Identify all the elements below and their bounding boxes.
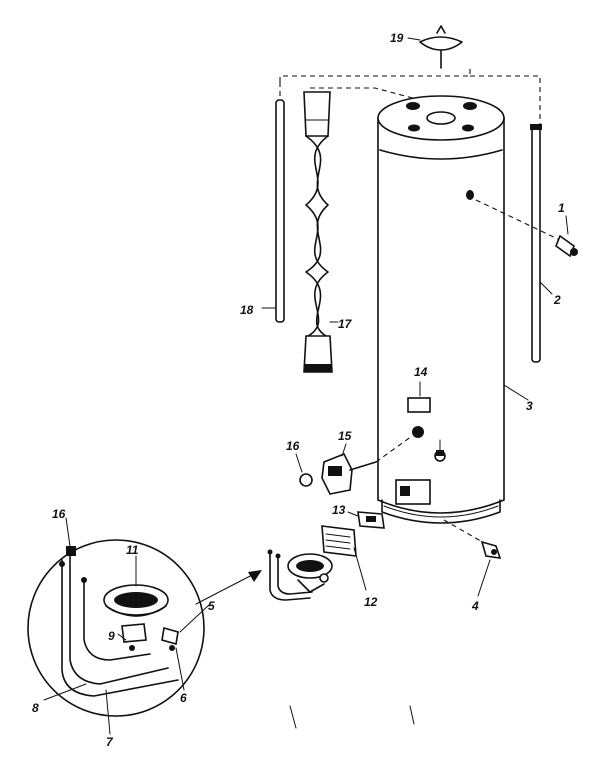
callout-13: 13 — [332, 503, 346, 517]
part-17-flue-baffle — [303, 91, 339, 373]
callout-9: 9 — [108, 629, 115, 643]
assembly-lines-top — [279, 68, 541, 128]
callout-5: 5 — [208, 599, 215, 613]
part-19-cap — [407, 25, 463, 69]
callout-15: 15 — [338, 429, 352, 443]
callout-18: 18 — [240, 303, 254, 317]
burner-assembly — [267, 549, 333, 601]
callout-19: 19 — [390, 31, 404, 45]
part-16-knob — [295, 453, 313, 487]
part-4-drain-valve — [443, 519, 502, 597]
part-15-gas-control — [321, 435, 413, 495]
callout-8: 8 — [32, 701, 39, 715]
callout-4: 4 — [471, 599, 479, 613]
part-3-tank — [377, 95, 529, 524]
callout-12: 12 — [364, 595, 378, 609]
callout-7: 7 — [106, 735, 114, 749]
part-14-label — [407, 381, 431, 413]
detail-arrow — [195, 570, 262, 605]
part-2-dip-tube — [530, 124, 553, 363]
callout-14: 14 — [414, 365, 428, 379]
callout-1: 1 — [558, 201, 565, 215]
part-12-inner-door — [321, 525, 367, 591]
scan-marks — [289, 705, 415, 729]
callout-labels: 19 1 2 18 17 14 3 16 15 13 12 4 16 11 9 … — [32, 31, 565, 749]
part-1-relief-valve — [475, 199, 578, 258]
callout-16-detail: 16 — [52, 507, 66, 521]
callout-3: 3 — [526, 399, 533, 413]
callout-11: 11 — [126, 543, 139, 557]
part-18-anode-rod — [261, 99, 285, 323]
callout-6: 6 — [180, 691, 187, 705]
part-13-outer-door — [347, 511, 385, 529]
callout-2: 2 — [553, 293, 561, 307]
leader-lines-detail — [43, 517, 211, 735]
detail-circle — [27, 539, 205, 717]
callout-17: 17 — [338, 317, 353, 331]
callout-16-top: 16 — [286, 439, 300, 453]
